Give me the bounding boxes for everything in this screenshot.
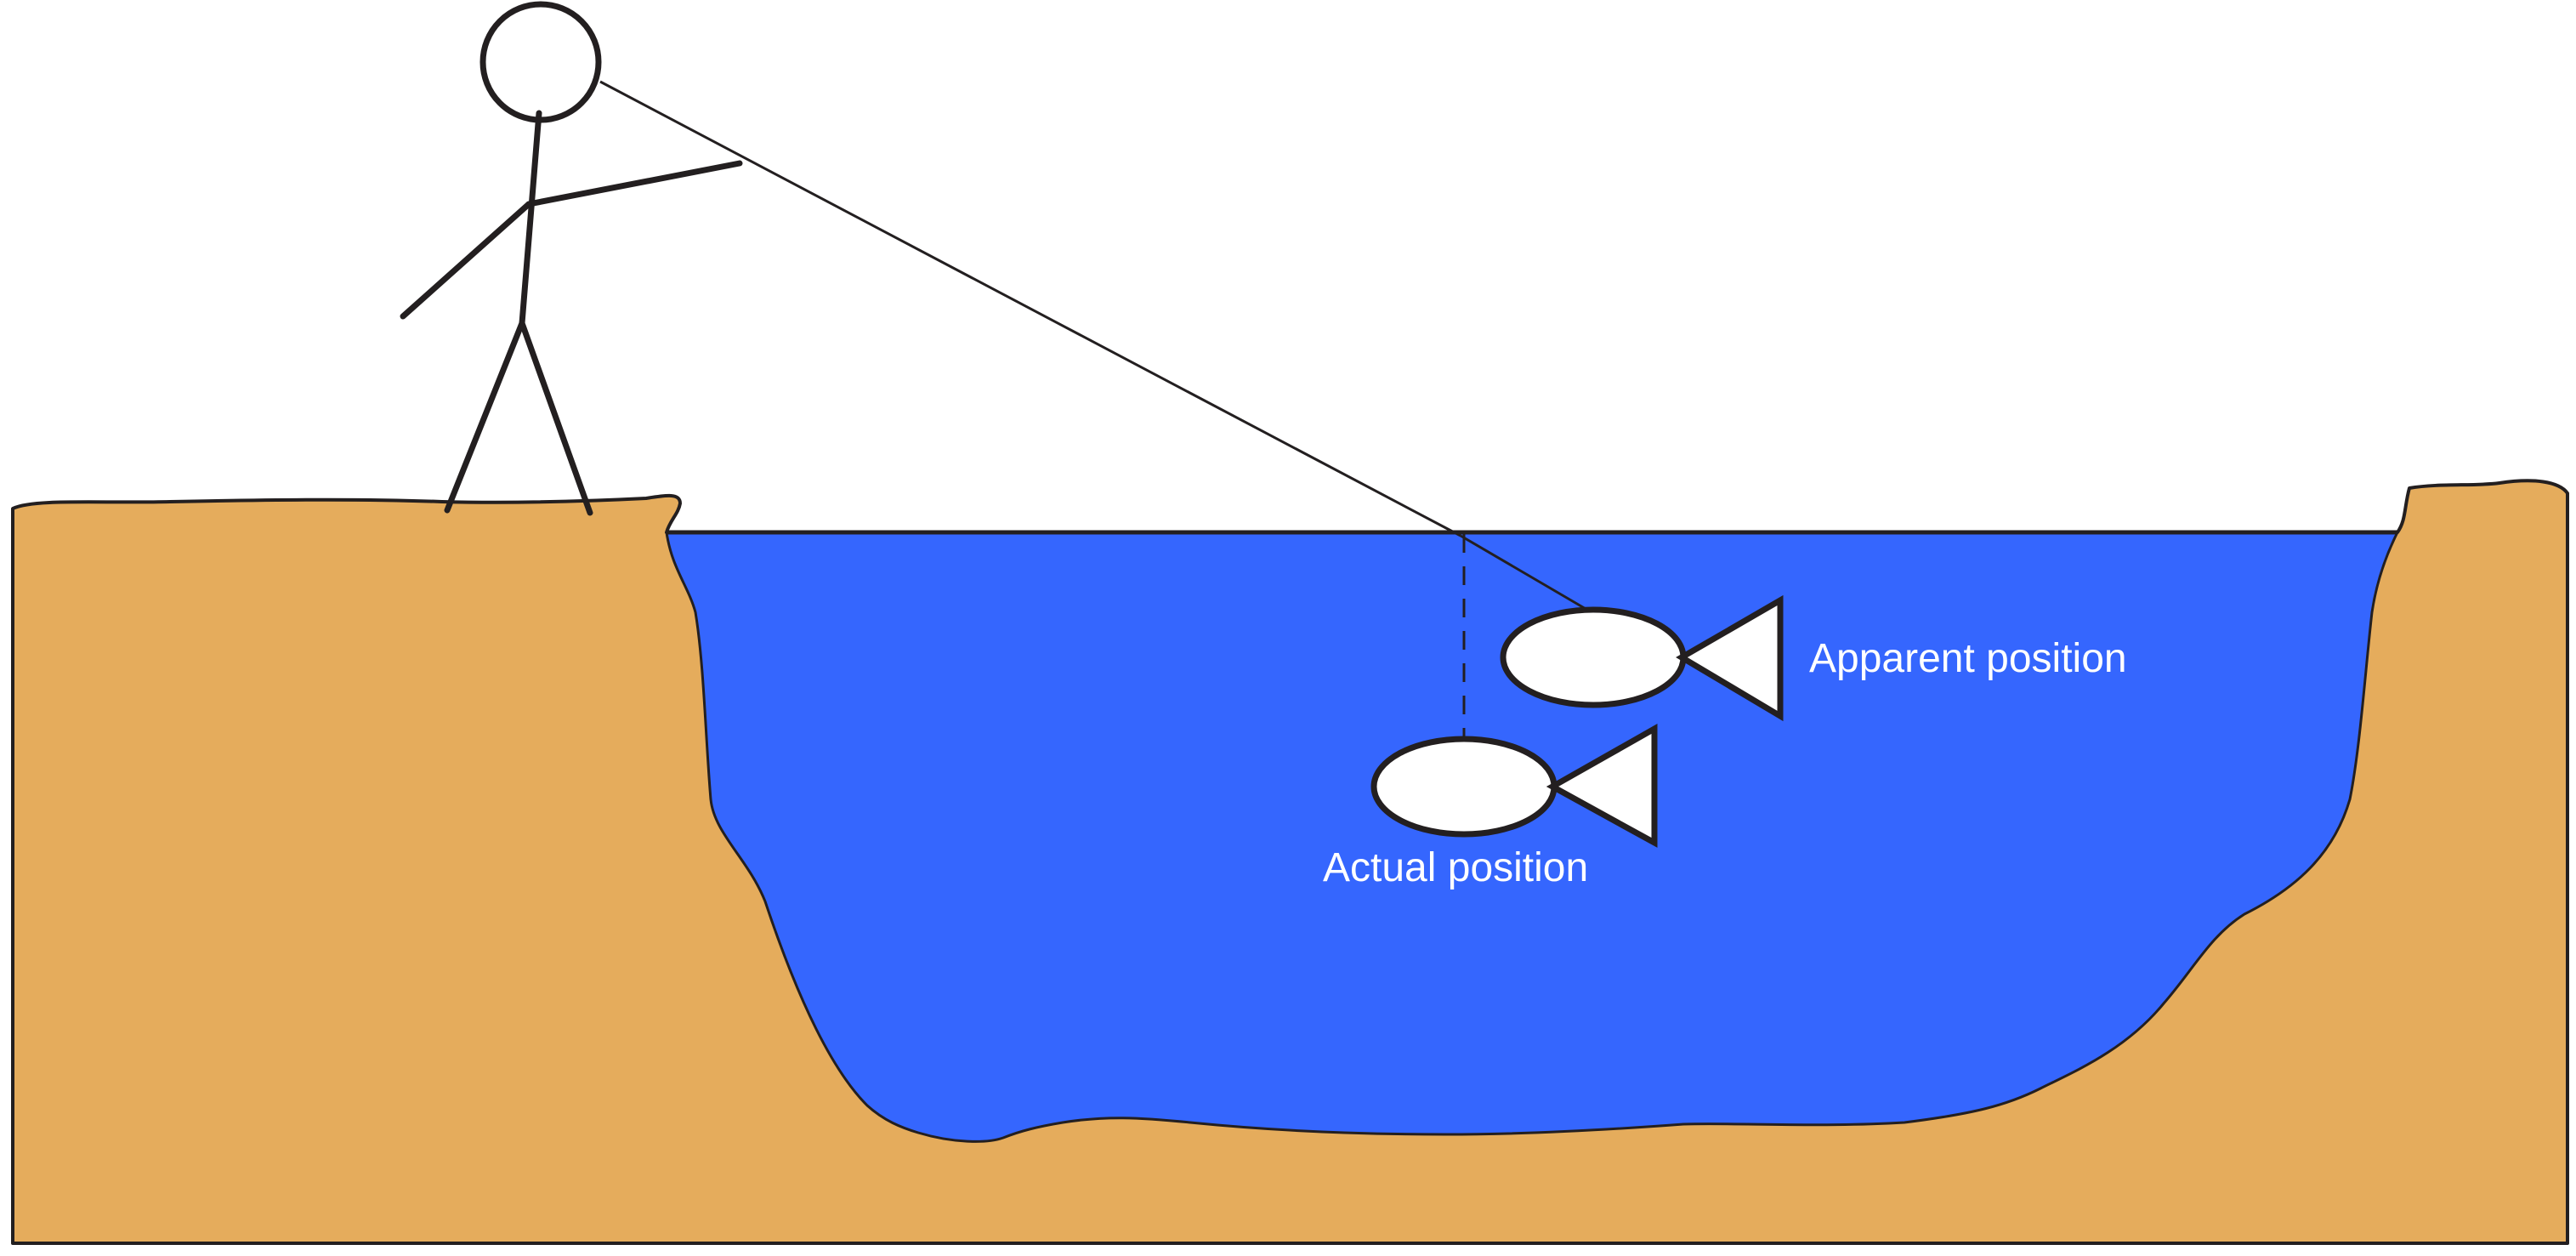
fish-actual-body xyxy=(1370,736,1558,838)
actual-position-label: Actual position xyxy=(1323,845,1588,890)
fish-apparent-tail xyxy=(1676,594,1784,722)
arm-back xyxy=(400,201,532,320)
stick-figure xyxy=(400,1,743,516)
fish-actual-tail xyxy=(1546,723,1658,848)
fish-apparent-body xyxy=(1500,606,1687,708)
line-of-sight xyxy=(599,80,1461,537)
apparent-position-label: Apparent position xyxy=(1809,636,2127,681)
arm-front xyxy=(525,160,743,207)
leg-left xyxy=(444,320,525,514)
fish-apparent xyxy=(1500,594,1784,722)
leg-right xyxy=(519,320,593,516)
body xyxy=(519,110,542,327)
fish-actual xyxy=(1370,723,1658,848)
head xyxy=(479,1,602,123)
line-of-sight-underwater xyxy=(1460,534,1592,614)
water xyxy=(665,531,2399,1143)
